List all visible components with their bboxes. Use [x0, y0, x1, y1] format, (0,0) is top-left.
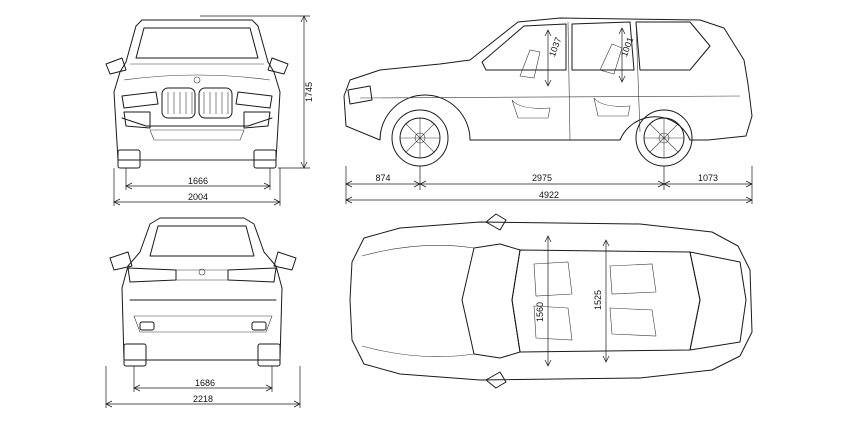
height-dimension: 1745: [200, 15, 314, 169]
mirror-width-dimension: 2218: [105, 366, 301, 408]
front-overhang-value: 874: [375, 173, 390, 183]
headroom-front-value: 1037: [547, 36, 563, 58]
rear-overhang-value: 1073: [698, 173, 718, 183]
rear-track-dimension: 1686: [133, 366, 273, 392]
mirror-width-value: 2218: [193, 394, 213, 404]
rear-view: [109, 217, 297, 367]
front-track-value: 1666: [188, 176, 208, 186]
shoulder-rear-value: 1525: [593, 290, 603, 310]
front-track-dimension: 1666: [125, 168, 271, 190]
front-view: [105, 19, 289, 169]
rear-track-value: 1686: [195, 378, 215, 388]
side-view: 1037 1001: [343, 17, 753, 167]
top-view: 1560 1525: [349, 213, 753, 389]
length-dimension: 4922: [345, 190, 753, 204]
shoulder-front-value: 1560: [535, 302, 545, 322]
body-width-dimension: 2004: [113, 168, 281, 206]
wheelbase-value: 2975: [532, 173, 552, 183]
length-value: 4922: [539, 190, 559, 200]
body-width-value: 2004: [188, 192, 208, 202]
height-value: 1745: [304, 82, 314, 102]
overhang-wheelbase-dimensions: 874 2975 1073: [345, 166, 753, 204]
